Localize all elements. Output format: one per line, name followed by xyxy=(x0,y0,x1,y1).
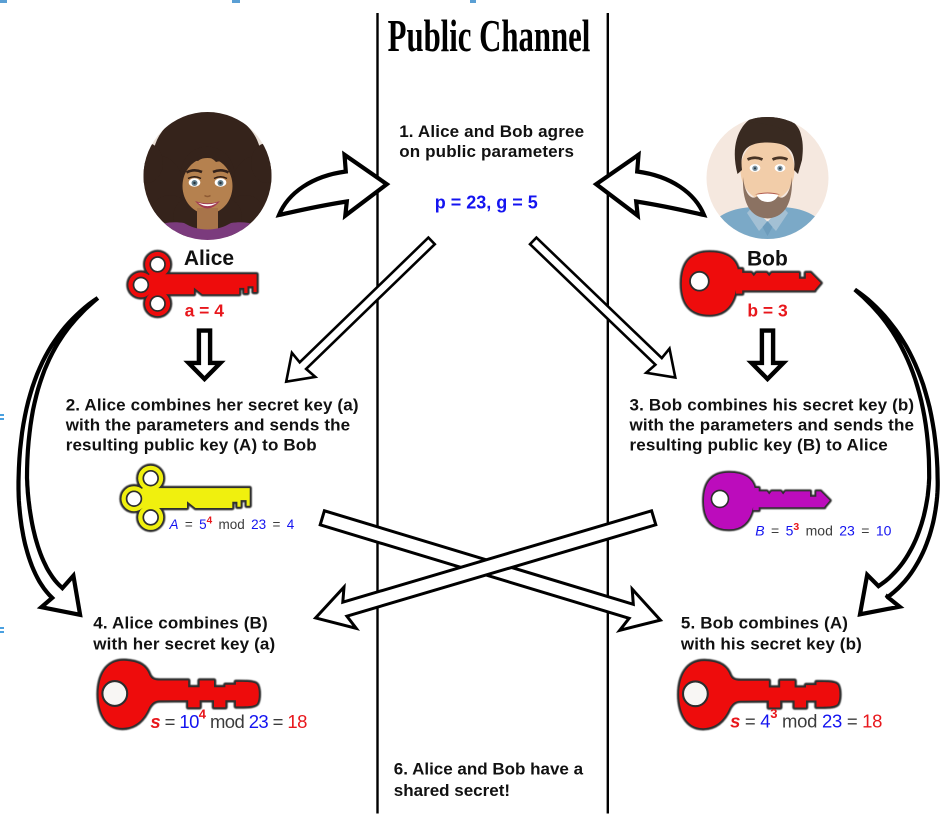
svg-text:p = 23, g = 5: p = 23, g = 5 xyxy=(435,192,538,212)
svg-text:6. Alice and Bob have a: 6. Alice and Bob have a xyxy=(394,759,584,778)
svg-text:with the parameters and sends: with the parameters and sends the xyxy=(65,416,351,435)
svg-text:on public parameters: on public parameters xyxy=(399,142,574,161)
svg-text:A = 54 mod 23 = 4: A = 54 mod 23 = 4 xyxy=(169,516,295,532)
svg-text:with the parameters and sends: with the parameters and sends the xyxy=(629,416,915,435)
svg-text:5. Bob combines (A): 5. Bob combines (A) xyxy=(681,613,848,632)
svg-text:2. Alice combines her secret k: 2. Alice combines her secret key (a) xyxy=(66,395,359,414)
svg-text:with her secret key (a): with her secret key (a) xyxy=(92,635,275,654)
svg-text:1. Alice and Bob agree: 1. Alice and Bob agree xyxy=(399,122,584,141)
svg-text:Public Channel: Public Channel xyxy=(388,11,591,61)
svg-text:Bob: Bob xyxy=(747,248,788,271)
svg-text:3. Bob combines his secret key: 3. Bob combines his secret key (b) xyxy=(630,395,915,414)
svg-text:with his secret key (b): with his secret key (b) xyxy=(680,635,862,654)
svg-text:resulting public key (B) to Al: resulting public key (B) to Alice xyxy=(630,436,888,455)
svg-text:shared secret!: shared secret! xyxy=(394,781,510,800)
svg-text:a = 4: a = 4 xyxy=(185,300,225,320)
svg-text:B = 53 mod 23 = 10: B = 53 mod 23 = 10 xyxy=(755,521,891,539)
svg-text:s = 104 mod 23 = 18: s = 104 mod 23 = 18 xyxy=(150,707,307,733)
svg-text:b = 3: b = 3 xyxy=(747,301,788,321)
svg-text:s = 43 mod 23 = 18: s = 43 mod 23 = 18 xyxy=(730,706,882,732)
svg-text:Alice: Alice xyxy=(184,247,234,270)
svg-text:4. Alice combines (B): 4. Alice combines (B) xyxy=(93,613,267,632)
svg-text:resulting public key (A) to Bo: resulting public key (A) to Bob xyxy=(66,436,317,455)
